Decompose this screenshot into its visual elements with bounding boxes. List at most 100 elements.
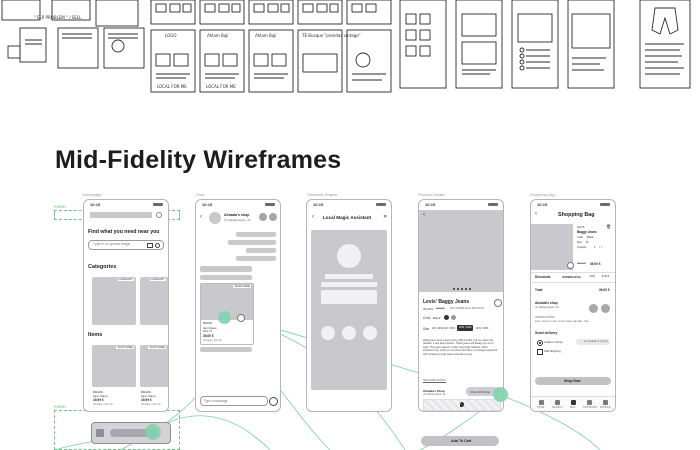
category-card[interactable]: CATEGORY: [140, 277, 168, 325]
close-icon[interactable]: ✕: [383, 214, 388, 220]
phone-icon[interactable]: [589, 304, 598, 313]
product-brand: BRAND: [203, 322, 213, 325]
stepper-icons[interactable]: ‹ ›: [599, 245, 603, 249]
see-more-link[interactable]: SEE MORE DETAILS: [423, 379, 447, 382]
message-bubble-out: [228, 240, 276, 245]
divider: [531, 282, 615, 283]
categories-heading: Categories: [88, 264, 117, 270]
color-value: Black: [433, 316, 441, 320]
color-swatch[interactable]: [451, 315, 456, 320]
size-option[interactable]: W2 / W34: [444, 327, 455, 330]
opening-hours: MON - FRI 9H TO 2PM · 5PM TO 8PM & SAT 9…: [535, 321, 589, 323]
bag-screen: 10:15 ‹ Shopping Bag LEVIS Baggy Jeans C…: [530, 199, 616, 412]
assistant-header: Local Magic Assistant: [323, 215, 372, 220]
bag-item-qty[interactable]: 1: [594, 246, 596, 249]
bag-item-size-label: Size: [577, 241, 583, 244]
search-input[interactable]: Type in or upload image: [88, 240, 164, 250]
shop-name: Almada's Shop: [423, 389, 445, 393]
status-icons: [600, 203, 610, 206]
category-tag: CATEGORY: [117, 278, 134, 281]
status-time: 10:15: [202, 202, 213, 207]
eco-badge: ECO FRIENDLY OPTION: [576, 339, 610, 345]
item-card-image[interactable]: SHOP NAME: [140, 345, 168, 387]
bag-item-name: Baggy Jeans: [577, 230, 597, 234]
product-image-gallery[interactable]: ‹: [419, 210, 503, 292]
delivery-label: Select delivery: [535, 331, 558, 335]
keyboard-icon[interactable]: [363, 326, 377, 340]
bag-item-color: Black: [587, 236, 594, 239]
item-brand: BRAND: [93, 390, 103, 394]
size-option[interactable]: W31 / W34: [476, 327, 489, 330]
back-chevron-icon[interactable]: ‹: [535, 211, 537, 217]
heart-icon[interactable]: [494, 299, 502, 307]
size-option-selected-label: W30 / W34: [459, 326, 472, 329]
product-description: Wide jeans were a pivot proxy with the 9…: [423, 339, 498, 356]
shop-map[interactable]: [423, 399, 501, 411]
status-icons: [376, 203, 386, 206]
search-heading: Find what you need near you: [88, 229, 160, 235]
product-price: 39,00 €: [203, 334, 214, 338]
add-to-cart-button[interactable]: Add To Cart: [421, 436, 499, 446]
message-placeholder: Type a message: [204, 398, 228, 403]
camera-icon[interactable]: [321, 326, 335, 340]
sketch-note-f: LOCAL FOR ME: [157, 84, 187, 89]
message-input[interactable]: Type a message: [200, 396, 268, 406]
chat-with-shop-button[interactable]: Chat with Shop: [466, 387, 500, 396]
home-icon[interactable]: [539, 400, 544, 405]
category-card[interactable]: CATEGORY: [92, 277, 136, 325]
phone-icon[interactable]: [259, 213, 267, 221]
heart-icon[interactable]: [587, 400, 592, 405]
profile-icon[interactable]: [603, 400, 608, 405]
heart-icon[interactable]: [237, 314, 245, 322]
items-heading: Items: [88, 332, 103, 338]
item-shop-tag: SHOP NAME: [148, 346, 166, 349]
item-card-image[interactable]: SHOP NAME: [92, 345, 136, 387]
status-time: 10:15: [313, 202, 324, 207]
bag-item-qty-label: Quantity: [577, 246, 587, 249]
bag-item-brand: LEVIS: [577, 226, 585, 229]
profile-icon[interactable]: [156, 212, 162, 218]
carousel-dots[interactable]: [453, 288, 471, 290]
message-bubble-in: [200, 275, 252, 280]
nav-label: HOME: [537, 406, 545, 409]
chat-screen: 10:15 ‹ Almada's shop (1) Manilla Agudo,…: [195, 199, 281, 412]
size-label: Size: [423, 327, 430, 331]
bag-header: Shopping Bag: [558, 212, 595, 218]
hotspot-marker: [145, 424, 161, 440]
logo-placeholder: [90, 212, 152, 218]
back-chevron-icon[interactable]: ‹: [312, 214, 314, 220]
send-icon[interactable]: [269, 397, 278, 406]
home-icon[interactable]: [96, 429, 104, 437]
nav-label: PROFILE: [600, 406, 611, 409]
shop-now-button[interactable]: Shop Now: [535, 377, 611, 385]
radio-collect-in-shop[interactable]: [537, 340, 543, 346]
divider: [531, 272, 615, 273]
fixed-label-top: FIXED: [54, 204, 66, 209]
search-icon[interactable]: [154, 242, 160, 248]
checkbox-add-shipping[interactable]: [537, 349, 543, 355]
chat-icon[interactable]: [601, 304, 610, 313]
bag-icon[interactable]: [571, 400, 576, 405]
section-title: Mid-Fidelity Wireframes: [55, 146, 342, 174]
message-bubble-out: [236, 232, 276, 237]
size-option-selected[interactable]: W30 / W34: [457, 325, 473, 331]
info-icon[interactable]: [269, 213, 277, 221]
product-shop-tag: SHOP NAME: [233, 285, 251, 288]
search-icon[interactable]: [555, 400, 560, 405]
back-chevron-icon[interactable]: ‹: [200, 214, 202, 220]
color-swatch[interactable]: [444, 315, 449, 320]
bag-item-image[interactable]: [531, 224, 573, 270]
status-icons: [488, 203, 498, 206]
trash-icon[interactable]: 🗑: [606, 224, 612, 229]
item-brand: BRAND: [141, 390, 151, 394]
discount-value: -6,00 €: [601, 275, 610, 278]
sketch-note-c: Ahlam Baji: [255, 33, 276, 38]
chat-shop-sub: (1) Manilla Agudo, 22: [224, 218, 251, 222]
microphone-icon[interactable]: [342, 326, 356, 340]
heart-icon[interactable]: [567, 262, 574, 269]
back-chevron-icon[interactable]: ‹: [423, 212, 425, 218]
opening-label: OPENING HOURS: [535, 317, 555, 319]
size-option[interactable]: W4 / W34: [432, 327, 443, 330]
product-price: 39,00 €: [423, 307, 434, 311]
camera-icon[interactable]: [147, 243, 153, 248]
